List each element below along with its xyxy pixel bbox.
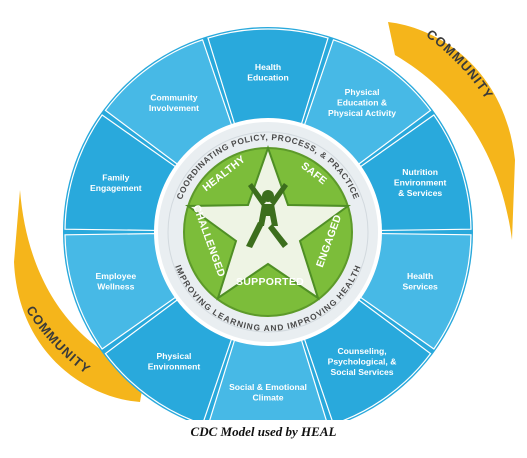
student-silhouette-icon <box>246 183 288 248</box>
segment-label-line: Psychological, & <box>328 356 397 366</box>
segment-label-line: & Services <box>398 188 442 198</box>
segment-label-line: Physical Activity <box>328 108 396 118</box>
segment-label-line: Physical <box>345 87 380 97</box>
segment-label-line: Counseling, <box>337 346 386 356</box>
figure-caption: CDC Model used by HEAL <box>190 424 337 439</box>
segment-label-line: Education <box>247 72 289 82</box>
segment-label-line: Climate <box>252 392 283 402</box>
segment-label-line: Family <box>102 172 129 182</box>
segment-label-line: Wellness <box>97 282 134 292</box>
segment-label-line: Involvement <box>149 103 199 113</box>
segment-label-line: Community <box>150 92 197 102</box>
community-band-top-right <box>388 22 515 240</box>
star-shape <box>184 144 352 301</box>
segment-label-line: Nutrition <box>402 167 438 177</box>
star-word-supported: SUPPORTED <box>236 276 304 288</box>
segment-label-line: Environment <box>394 178 447 188</box>
segment-label-line: Engagement <box>90 183 142 193</box>
segment-label-line: Employee <box>96 271 137 281</box>
segment-label-line: Health <box>255 62 281 72</box>
segment-label-line: Services <box>402 282 438 292</box>
segment-label-line: Environment <box>148 362 201 372</box>
segment-label-line: Physical <box>157 351 192 361</box>
segment-label-line: Health <box>407 271 433 281</box>
segment-label-line: Social Services <box>331 367 394 377</box>
community-band-bottom-left <box>14 190 145 402</box>
segment-label-line: Social & Emotional <box>229 382 307 392</box>
segment-label-line: Education & <box>337 98 387 108</box>
segment-label: Counseling,Psychological, &Social Servic… <box>328 346 397 377</box>
